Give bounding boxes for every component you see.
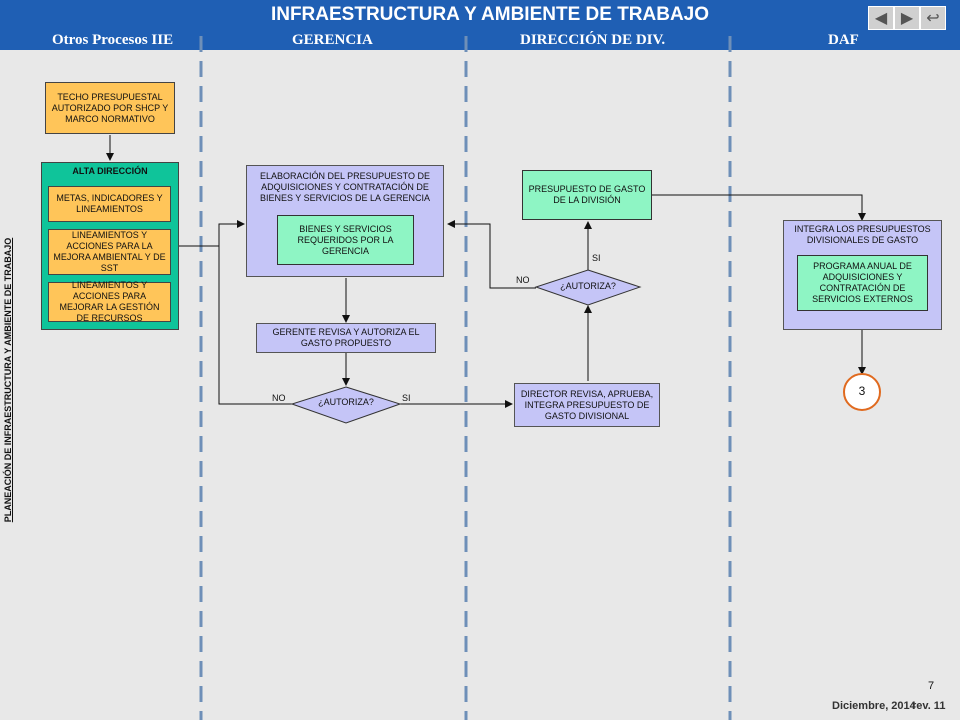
alta-direccion-title: ALTA DIRECCIÓN (72, 166, 148, 176)
techo-presupuestal-box: TECHO PRESUPUESTAL AUTORIZADO POR SHCP Y… (45, 82, 175, 134)
presupuesto-division-box: PRESUPUESTO DE GASTO DE LA DIVISIÓN (522, 170, 652, 220)
lane-label-gerencia: GERENCIA (292, 32, 373, 48)
elaboracion-label: ELABORACIÓN DEL PRESUPUESTO DE ADQUISICI… (259, 171, 431, 203)
footer-revision: rev. 11 (912, 700, 946, 712)
lane-label-daf: DAF (828, 32, 859, 48)
edge-label-si: SI (592, 253, 601, 263)
prev-icon: ◀ (874, 10, 888, 27)
decision-label: ¿AUTORIZA? (318, 397, 374, 407)
connector-label: 3 (858, 384, 866, 398)
edge-label-si: SI (402, 393, 411, 403)
decision-label: ¿AUTORIZA? (560, 281, 616, 291)
gerente-revisa-box: GERENTE REVISA Y AUTORIZA EL GASTO PROPU… (256, 323, 436, 353)
next-button[interactable]: ▶ (894, 6, 920, 30)
return-icon: ↩ (926, 10, 940, 27)
programa-anual-box: PROGRAMA ANUAL DE ADQUISICIONES Y CONTRA… (797, 255, 928, 311)
page-number: 7 (928, 680, 935, 692)
integra-label: INTEGRA LOS PRESUPUESTOS DIVISIONALES DE… (794, 224, 931, 245)
return-button[interactable]: ↩ (920, 6, 946, 30)
lane-label-direccion: DIRECCIÓN DE DIV. (520, 32, 666, 48)
decision-diamond (534, 269, 642, 306)
connector-circle (843, 373, 881, 411)
edge-label-no: NO (272, 393, 286, 403)
metas-box: METAS, INDICADORES Y LINEAMIENTOS (48, 186, 171, 222)
decision-diamond (290, 386, 402, 424)
lane-label-otros: Otros Procesos IIE (52, 32, 174, 48)
prev-button[interactable]: ◀ (868, 6, 894, 30)
edge-label-no: NO (516, 275, 530, 285)
side-label: PLANEACIÓN DE INFRAESTRUCTURA Y AMBIENTE… (3, 237, 13, 523)
header-bar (0, 0, 960, 50)
bienes-box: BIENES Y SERVICIOS REQUERIDOS POR LA GER… (277, 215, 414, 265)
next-icon: ▶ (900, 10, 914, 27)
lineamientos-mejora-box: LINEAMIENTOS Y ACCIONES PARA LA MEJORA A… (48, 229, 171, 275)
footer-date: Diciembre, 2014 (832, 700, 916, 712)
lineamientos-recursos-box: LINEAMIENTOS Y ACCIONES PARA MEJORAR LA … (48, 280, 171, 323)
director-revisa-box: DIRECTOR REVISA, APRUEBA, INTEGRA PRESUP… (514, 383, 660, 427)
page-title: INFRAESTRUCTURA Y AMBIENTE DE TRABAJO (270, 4, 710, 25)
